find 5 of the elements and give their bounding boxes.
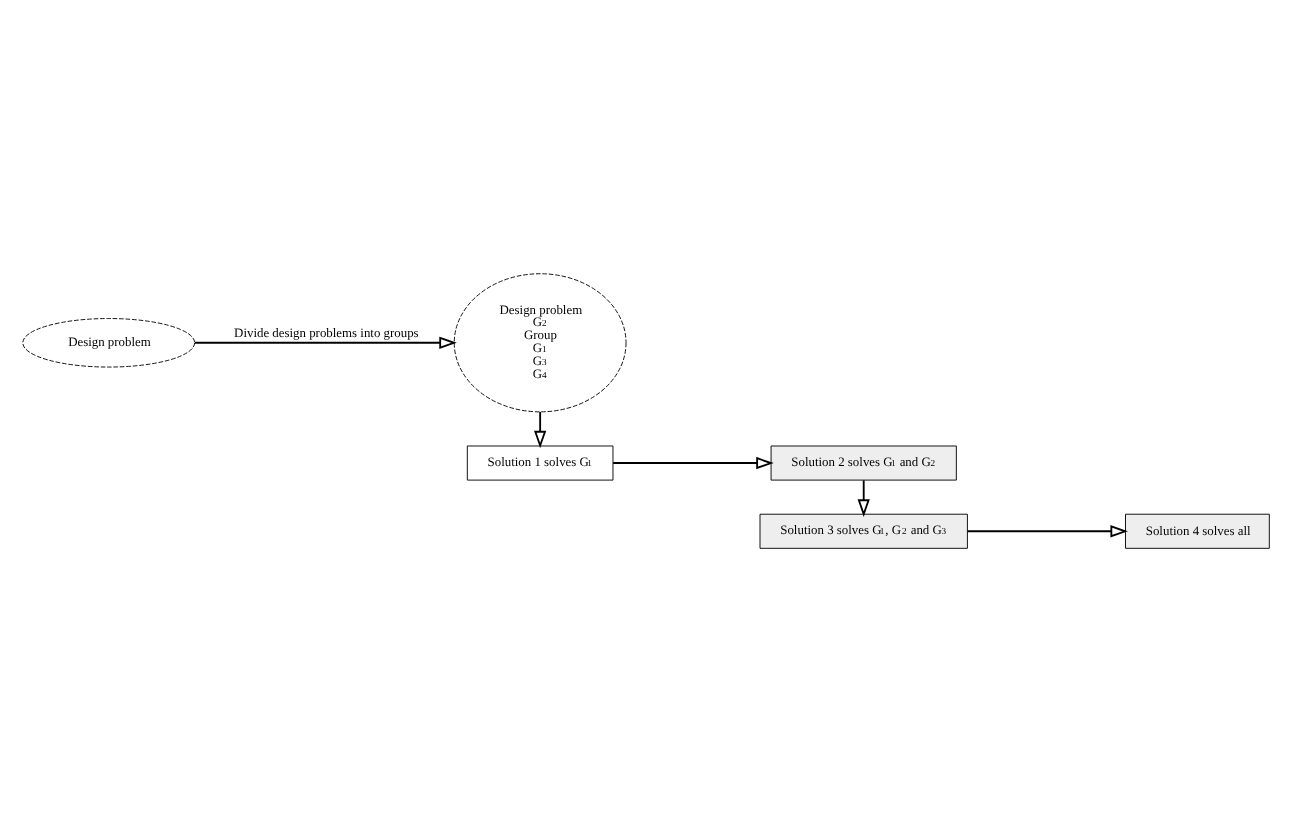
- arrow: [194, 336, 457, 349]
- arrow: [612, 456, 774, 470]
- arrow: [857, 479, 870, 517]
- arrow: [966, 525, 1128, 538]
- arrow: [534, 410, 547, 449]
